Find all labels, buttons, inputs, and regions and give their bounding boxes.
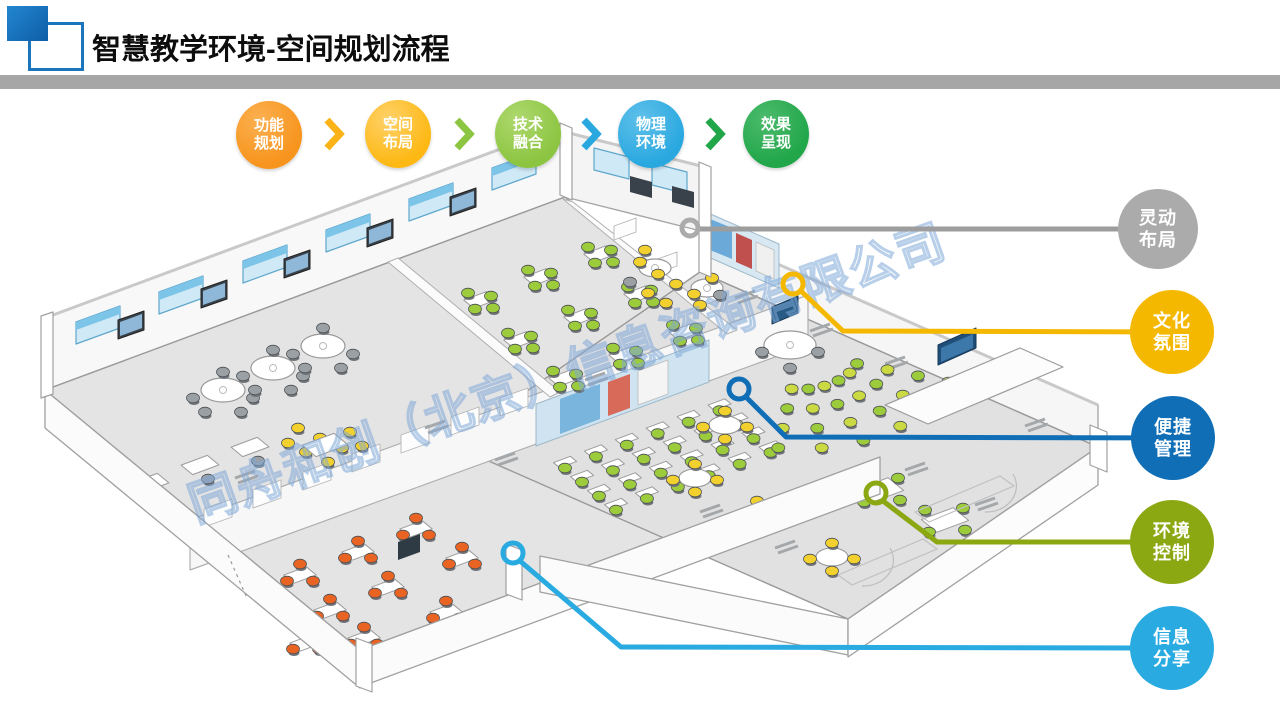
header-divider-bar <box>0 75 1280 89</box>
badge-label: 布局 <box>1139 230 1177 250</box>
flow-arrow-icon <box>454 117 475 151</box>
marker-ring-olive <box>863 480 889 506</box>
feature-badge-culture: 文化 氛围 <box>1130 290 1214 374</box>
badge-label: 文化 <box>1153 311 1191 331</box>
flow-step-space-layout: 空间 布局 <box>365 100 431 168</box>
connector-line-olive <box>881 499 1175 545</box>
flow-step-tech-integration: 技术 融合 <box>495 100 561 168</box>
marker-ring-blue <box>726 376 752 402</box>
flow-arrow-icon <box>324 117 345 151</box>
marker-ring-gold <box>780 271 806 297</box>
flow-step-label: 效果 <box>760 116 791 133</box>
feature-badge-convenient-management: 便捷 管理 <box>1131 396 1215 480</box>
flow-step-label: 环境 <box>635 134 666 151</box>
feature-badge-information-sharing: 信息 分享 <box>1130 606 1214 690</box>
badge-label: 分享 <box>1153 649 1191 669</box>
feature-badge-environment-control: 环境 控制 <box>1130 500 1214 584</box>
connector-lines <box>518 226 1176 651</box>
flow-step-label: 技术 <box>512 116 543 133</box>
marker-ring-cyan <box>500 540 526 566</box>
page-title: 智慧教学环境-空间规划流程 <box>92 34 450 66</box>
badge-label: 管理 <box>1154 439 1192 459</box>
flow-step-label: 功能 <box>253 117 284 134</box>
flow-arrow-icon <box>705 117 726 151</box>
feature-badge-flexible-layout: 灵动 布局 <box>1118 189 1198 269</box>
flow-step-function-planning: 功能 规划 <box>236 101 302 169</box>
badge-label: 控制 <box>1153 543 1191 563</box>
flow-arrow-icon <box>581 117 602 151</box>
flow-step-label: 空间 <box>382 116 413 133</box>
connector-line-cyan <box>518 559 1176 651</box>
flow-step-label: 布局 <box>382 134 413 151</box>
flow-step-effect-presentation: 效果 呈现 <box>743 100 809 168</box>
badge-label: 环境 <box>1153 521 1191 541</box>
decor-filled-square <box>7 6 48 41</box>
flow-step-label: 呈现 <box>760 134 791 151</box>
flow-step-label: 规划 <box>253 135 284 152</box>
badge-label: 灵动 <box>1139 208 1177 228</box>
badge-label: 信息 <box>1153 627 1191 647</box>
badge-label: 氛围 <box>1153 333 1191 353</box>
connector-line-gold <box>799 289 1176 335</box>
marker-ring-gray <box>679 217 701 239</box>
flow-step-label: 融合 <box>512 134 543 151</box>
flow-step-physical-environment: 物理 环境 <box>618 100 684 168</box>
feature-point-markers <box>500 217 889 566</box>
flow-step-label: 物理 <box>635 116 666 133</box>
isometric-building <box>40 122 1108 693</box>
badge-label: 便捷 <box>1154 417 1192 437</box>
connector-line-blue <box>744 395 1176 441</box>
